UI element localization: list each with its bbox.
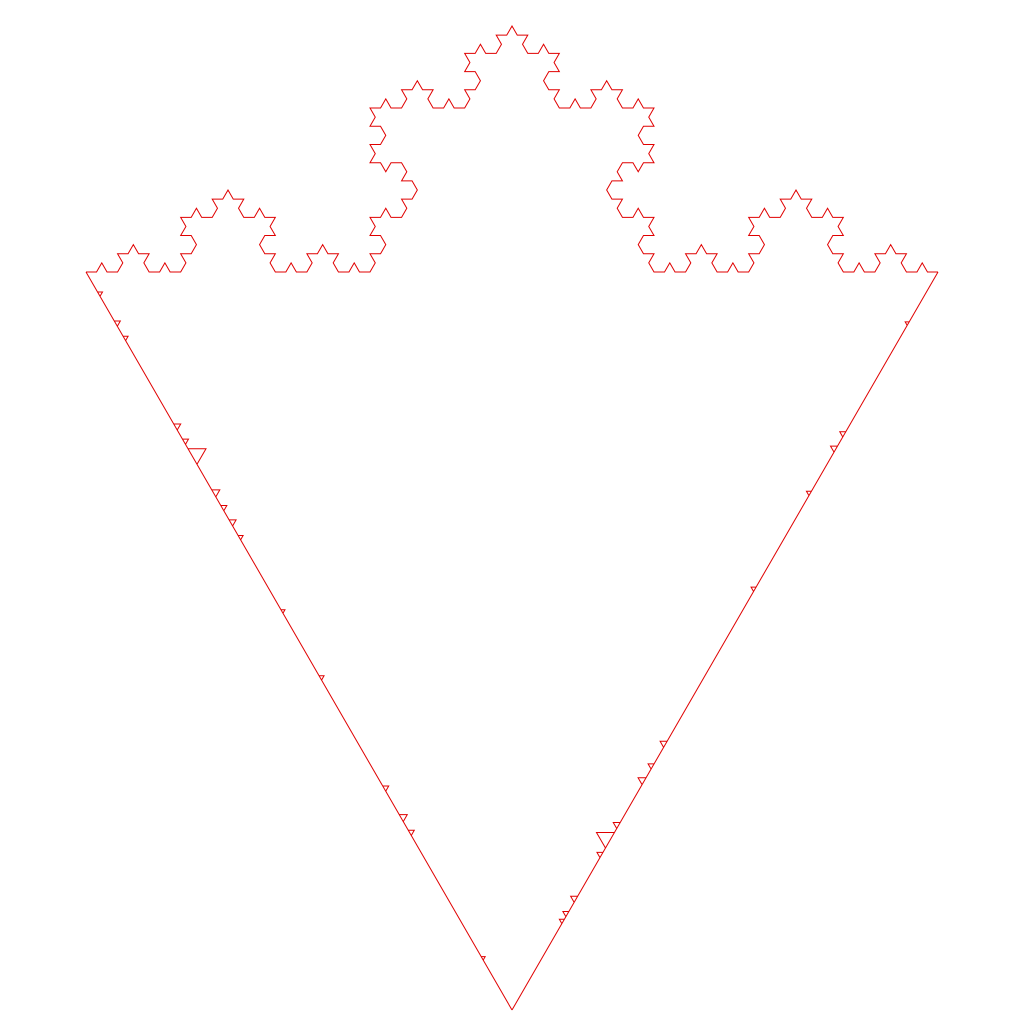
side-bump — [558, 918, 565, 924]
side-bump — [319, 675, 325, 681]
side-bump — [562, 910, 569, 917]
top-koch-edge — [86, 25, 938, 273]
side-bump — [481, 956, 487, 961]
side-bump — [238, 535, 244, 541]
side-bump — [182, 438, 190, 445]
side-bump — [280, 609, 286, 614]
side-bump — [595, 831, 615, 849]
fractal-outline — [85, 25, 939, 1011]
side-bump — [637, 777, 647, 785]
side-bump — [399, 814, 409, 822]
side-bump — [211, 489, 221, 498]
left-side-edge — [85, 271, 513, 1011]
side-bump — [569, 895, 578, 903]
side-bump — [904, 321, 910, 326]
side-bump — [838, 431, 846, 438]
side-bump — [123, 335, 129, 341]
side-bump — [596, 851, 603, 858]
side-bumps — [97, 291, 910, 961]
side-bump — [750, 586, 757, 592]
side-bump — [408, 829, 416, 836]
side-bump — [114, 320, 122, 327]
side-bump — [659, 740, 668, 748]
side-bump — [97, 291, 104, 297]
side-bump — [382, 785, 390, 792]
side-bump — [229, 519, 237, 527]
side-bump — [805, 490, 812, 496]
side-bump — [188, 448, 207, 465]
side-bump — [829, 445, 838, 453]
side-bump — [612, 821, 621, 829]
right-side-edge — [511, 271, 939, 1011]
side-bump — [220, 505, 228, 512]
side-bump — [647, 763, 655, 770]
side-bump — [173, 423, 182, 431]
